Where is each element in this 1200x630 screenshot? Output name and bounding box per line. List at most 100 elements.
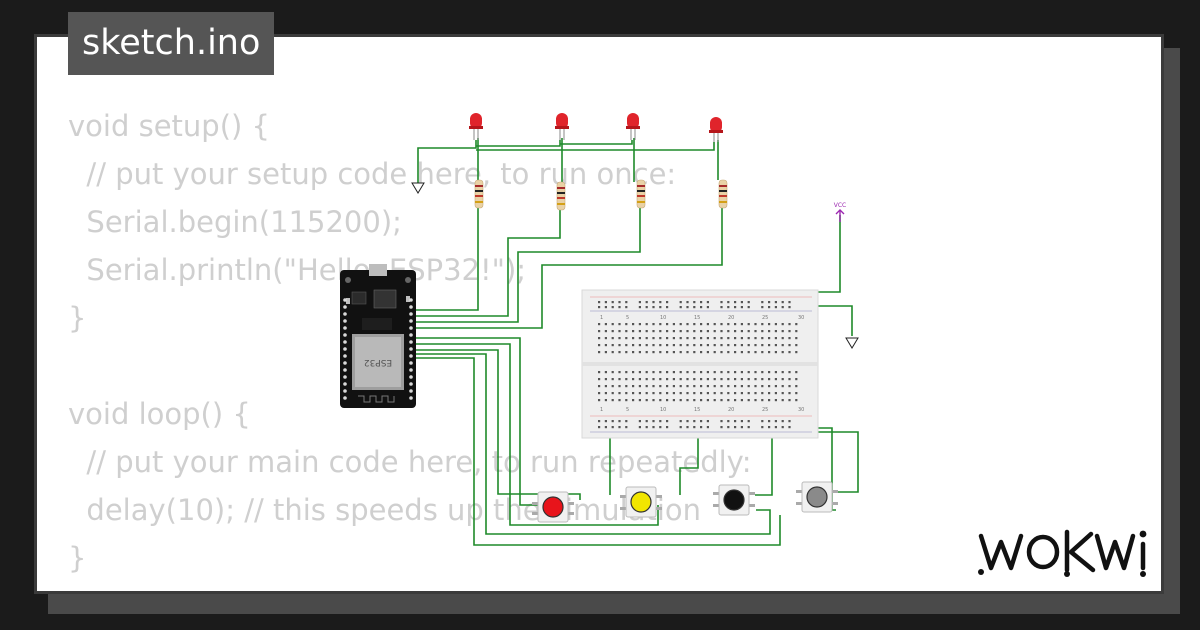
breadboard-hole	[598, 351, 601, 354]
breadboard-hole	[618, 378, 621, 381]
breadboard-hole	[686, 306, 689, 309]
breadboard-hole	[686, 399, 689, 402]
breadboard-hole	[604, 378, 607, 381]
resistor[interactable]	[474, 179, 484, 209]
breadboard-hole	[774, 337, 777, 340]
breadboard-hole	[686, 378, 689, 381]
breadboard-hole	[598, 330, 601, 333]
breadboard-hole	[761, 306, 764, 309]
breadboard-hole	[638, 426, 641, 429]
breadboard-hole	[761, 323, 764, 326]
breadboard-hole	[604, 385, 607, 388]
resistor[interactable]	[556, 181, 566, 211]
breadboard-hole	[598, 420, 601, 423]
breadboard-hole	[659, 392, 662, 395]
breadboard-hole	[727, 306, 730, 309]
breadboard-hole	[706, 392, 709, 395]
breadboard-hole	[652, 344, 655, 347]
breadboard-hole	[632, 378, 635, 381]
esp32-chip-label: ESP32	[364, 357, 392, 367]
resistor[interactable]	[718, 179, 728, 209]
breadboard-hole	[618, 301, 621, 304]
breadboard-hole	[720, 330, 723, 333]
breadboard-hole	[727, 420, 730, 423]
breadboard-hole	[672, 385, 675, 388]
led[interactable]	[555, 113, 569, 140]
breadboard-hole	[706, 323, 709, 326]
breadboard-hole	[788, 378, 791, 381]
breadboard-hole	[788, 385, 791, 388]
breadboard-hole	[740, 351, 743, 354]
breadboard-hole	[618, 323, 621, 326]
code-line: void setup() {	[68, 109, 270, 143]
resistor[interactable]	[636, 179, 646, 209]
breadboard-hole	[645, 378, 648, 381]
breadboard-hole	[747, 351, 750, 354]
led[interactable]	[709, 117, 723, 142]
breadboard-hole	[611, 306, 614, 309]
breadboard-hole	[734, 371, 737, 374]
push-button-black[interactable]	[713, 484, 755, 516]
breadboard-hole	[713, 392, 716, 395]
wires	[416, 138, 859, 546]
breadboard-hole	[618, 399, 621, 402]
breadboard-hole	[666, 385, 669, 388]
column-number: 30	[798, 407, 804, 413]
led[interactable]	[469, 113, 483, 140]
breadboard-hole	[693, 371, 696, 374]
breadboard-hole	[625, 378, 628, 381]
push-button-red[interactable]	[532, 491, 574, 523]
breadboard-hole	[679, 371, 682, 374]
breadboard-hole	[747, 330, 750, 333]
breadboard-hole	[740, 337, 743, 340]
breadboard-hole	[781, 385, 784, 388]
breadboard-hole	[618, 337, 621, 340]
breadboard-hole	[788, 420, 791, 423]
breadboard-hole	[625, 344, 628, 347]
breadboard-hole	[795, 344, 798, 347]
breadboard-hole	[679, 344, 682, 347]
breadboard-hole	[740, 378, 743, 381]
breadboard-hole	[666, 420, 669, 423]
breadboard-hole	[611, 385, 614, 388]
breadboard-hole	[713, 344, 716, 347]
breadboard-hole	[666, 351, 669, 354]
breadboard-hole	[604, 344, 607, 347]
breadboard-hole	[700, 426, 703, 429]
file-tab[interactable]: sketch.ino	[68, 12, 275, 75]
code-editor[interactable]: void setup() { // put your setup code he…	[68, 102, 752, 582]
breadboard-hole	[611, 337, 614, 340]
breadboard-hole	[638, 351, 641, 354]
breadboard-hole	[645, 399, 648, 402]
breadboard-hole	[693, 426, 696, 429]
breadboard-hole	[672, 337, 675, 340]
breadboard-hole	[727, 392, 730, 395]
breadboard[interactable]: 1 5 10 15 20 25 30 1 5 10 15 20 25 30	[581, 289, 819, 439]
column-number: 1	[600, 315, 603, 321]
breadboard-hole	[645, 337, 648, 340]
breadboard-hole	[795, 337, 798, 340]
push-button-gray[interactable]	[796, 481, 838, 513]
breadboard-hole	[598, 337, 601, 340]
breadboard-hole	[788, 330, 791, 333]
breadboard-hole	[679, 426, 682, 429]
breadboard-hole	[625, 385, 628, 388]
code-line: }	[68, 541, 87, 575]
file-tab-label: sketch.ino	[82, 23, 261, 63]
esp32-board[interactable]: ESP32	[340, 264, 416, 408]
breadboard-hole	[774, 378, 777, 381]
breadboard-hole	[754, 392, 757, 395]
push-button-yellow[interactable]	[620, 486, 662, 518]
breadboard-hole	[700, 399, 703, 402]
breadboard-hole	[693, 344, 696, 347]
breadboard-hole	[788, 323, 791, 326]
breadboard-hole	[611, 378, 614, 381]
led[interactable]	[626, 113, 640, 140]
breadboard-hole	[713, 399, 716, 402]
breadboard-hole	[598, 371, 601, 374]
breadboard-hole	[768, 323, 771, 326]
breadboard-hole	[625, 301, 628, 304]
breadboard-hole	[727, 399, 730, 402]
breadboard-hole	[747, 399, 750, 402]
